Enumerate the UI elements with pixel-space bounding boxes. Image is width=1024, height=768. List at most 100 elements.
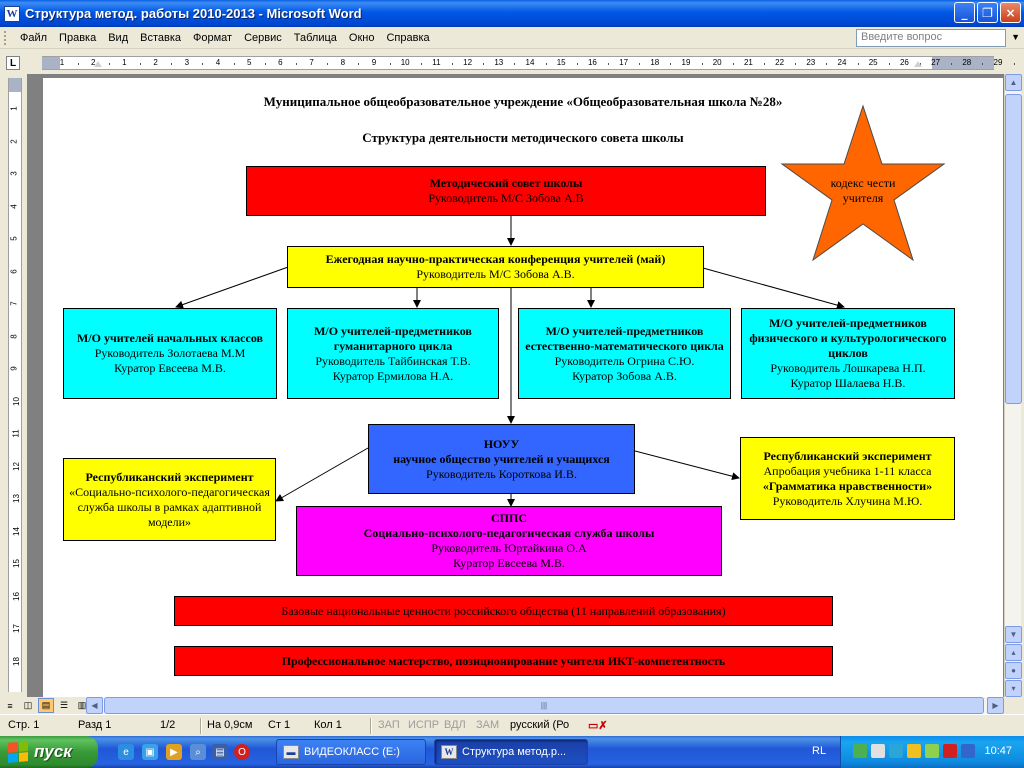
star-shape[interactable] <box>778 102 948 267</box>
task-videoclass[interactable]: ▬ ВИДЕОКЛАСС (E:) <box>276 739 426 765</box>
experiment-left-box[interactable]: Республиканский эксперимент «Социально-п… <box>63 458 276 541</box>
web-view-icon[interactable]: ◫ <box>23 700 33 710</box>
ruler-number: 14 <box>11 526 21 536</box>
nouu-subtitle: научное общество учителей и учащихся <box>393 451 610 466</box>
tray-network-icon[interactable] <box>853 744 867 758</box>
tray-security-icon[interactable] <box>871 744 885 758</box>
word-icon: W <box>441 745 457 759</box>
menu-grip[interactable] <box>4 30 8 45</box>
values-bar[interactable]: Базовые национальные ценности российског… <box>174 596 833 626</box>
mo-physical-culture-box[interactable]: М/О учителей-предметников физического и … <box>741 308 955 399</box>
status-extend[interactable]: ВДЛ <box>444 719 466 731</box>
tab-selector-button[interactable]: L <box>6 56 20 70</box>
tray-antivirus-icon[interactable] <box>889 744 903 758</box>
menu-view[interactable]: Вид <box>108 31 129 44</box>
ruler-number: 7 <box>9 301 19 306</box>
ruler-number: 2 <box>9 138 19 144</box>
tray-volume-icon[interactable] <box>907 744 921 758</box>
nouu-box[interactable]: НОУУ научное общество учителей и учащихс… <box>368 424 635 494</box>
print-view-icon[interactable]: ▤ <box>38 698 54 713</box>
ruler-number: 15 <box>556 58 566 67</box>
experiment-right-box[interactable]: Республиканский эксперимент Апробация уч… <box>740 437 955 520</box>
search-icon[interactable]: ⌕ <box>190 744 206 760</box>
outline-view-icon[interactable]: ☰ <box>59 700 69 710</box>
normal-view-icon[interactable]: ≡ <box>7 700 13 711</box>
menu-format[interactable]: Формат <box>193 31 233 44</box>
menu-bar: Файл Правка Вид Вставка Формат Сервис Та… <box>0 27 1024 49</box>
experiment-textbook: «Грамматика нравственности» <box>762 478 933 493</box>
tray-opera-icon[interactable] <box>943 744 957 758</box>
menu-help[interactable]: Справка <box>386 31 430 44</box>
menu-tools[interactable]: Сервис <box>244 31 282 44</box>
ask-question-input[interactable]: Введите вопрос <box>856 29 1006 47</box>
mastery-bar[interactable]: Профессиональное мастерство, позициониро… <box>174 646 833 676</box>
start-button[interactable]: пуск <box>0 736 98 768</box>
indent-marker[interactable] <box>914 61 922 67</box>
vertical-scroll-thumb[interactable] <box>1005 94 1022 404</box>
menu-table[interactable]: Таблица <box>293 31 337 44</box>
values-bar-text: Базовые национальные ценности российског… <box>281 603 726 618</box>
ruler-number: 20 <box>712 58 722 67</box>
vertical-scrollbar[interactable]: ▲ ▼ ▴ ● ▾ <box>1004 74 1022 697</box>
scroll-down-button[interactable]: ▼ <box>1005 626 1022 643</box>
status-language[interactable]: русский (Ро <box>510 719 570 731</box>
mo-lead: Руководитель Лошкарева Н.П. <box>770 361 926 375</box>
ie-icon[interactable]: e <box>118 744 134 760</box>
indent-marker[interactable] <box>94 61 102 67</box>
ask-dropdown-icon[interactable]: ▼ <box>1011 32 1020 42</box>
menu-file[interactable]: Файл <box>20 31 48 44</box>
mo-primary-box[interactable]: М/О учителей начальных классов Руководит… <box>63 308 277 399</box>
scroll-up-button[interactable]: ▲ <box>1005 74 1022 91</box>
word-app-icon[interactable]: W <box>4 5 20 22</box>
ruler-number: 6 <box>9 268 19 274</box>
ruler-number: 10 <box>400 58 410 67</box>
status-track[interactable]: ИСПР <box>408 719 440 731</box>
ruler-number: 1 <box>59 58 65 67</box>
tray-update-icon[interactable] <box>925 744 939 758</box>
close-button[interactable]: × <box>1000 2 1021 23</box>
next-page-button[interactable]: ▾ <box>1005 680 1022 697</box>
maximize-button[interactable]: ❐ <box>977 2 998 23</box>
menu-window[interactable]: Окно <box>348 31 375 44</box>
ruler-number: 28 <box>962 58 972 67</box>
status-overtype[interactable]: ЗАМ <box>476 719 500 731</box>
tray-device-icon[interactable] <box>961 744 975 758</box>
horizontal-scroll-thumb[interactable]: ||| <box>104 697 984 714</box>
language-indicator[interactable]: RL <box>812 745 827 757</box>
explorer-icon[interactable]: ▤ <box>212 744 228 760</box>
status-record[interactable]: ЗАП <box>378 719 400 731</box>
school-title: Муниципальное общеобразовательное учрежд… <box>263 94 783 109</box>
ruler-number: 4 <box>9 203 19 209</box>
task-word-document[interactable]: W Структура метод.р... <box>434 739 588 765</box>
methodical-council-box[interactable]: Методический совет школы Руководитель М/… <box>246 166 766 216</box>
ruler-number: 29 <box>993 58 1003 67</box>
spelling-status-icon[interactable]: ▭✗ <box>588 720 608 732</box>
ruler-number: 4 <box>215 58 221 67</box>
mo-lead: Руководитель Огрина С.Ю. <box>554 353 695 368</box>
window-title: Структура метод. работы 2010-2013 - Micr… <box>25 6 362 21</box>
reading-view-icon[interactable]: ▥ <box>77 700 87 710</box>
mo-science-box[interactable]: М/О учителей-предметников естественно-ма… <box>518 308 731 399</box>
spps-box[interactable]: СППС Социально-психолого-педагогическая … <box>296 506 722 576</box>
horizontal-scrollbar[interactable]: ◀ ||| ▶ <box>86 697 1004 714</box>
minimize-button[interactable]: _ <box>954 2 975 23</box>
mo-humanities-box[interactable]: М/О учителей-предметников гуманитарного … <box>287 308 499 399</box>
prev-page-button[interactable]: ▴ <box>1005 644 1022 661</box>
desktop-icon[interactable]: ▣ <box>142 744 158 760</box>
conference-box[interactable]: Ежегодная научно-практическая конференци… <box>287 246 704 288</box>
opera-icon[interactable]: O <box>234 744 250 760</box>
document-page[interactable]: Муниципальное общеобразовательное учрежд… <box>43 78 1003 697</box>
mastery-bar-text: Профессиональное мастерство, позициониро… <box>281 653 726 668</box>
menu-insert[interactable]: Вставка <box>140 31 182 44</box>
ruler-number: 10 <box>11 396 21 406</box>
council-title: Методический совет школы <box>429 176 583 190</box>
scroll-right-button[interactable]: ▶ <box>987 697 1004 714</box>
browse-object-button[interactable]: ● <box>1005 662 1022 679</box>
media-player-icon[interactable]: ▶ <box>166 744 182 760</box>
scroll-left-button[interactable]: ◀ <box>86 697 103 714</box>
ruler-number: 12 <box>11 461 21 471</box>
menu-edit[interactable]: Правка <box>59 31 97 44</box>
